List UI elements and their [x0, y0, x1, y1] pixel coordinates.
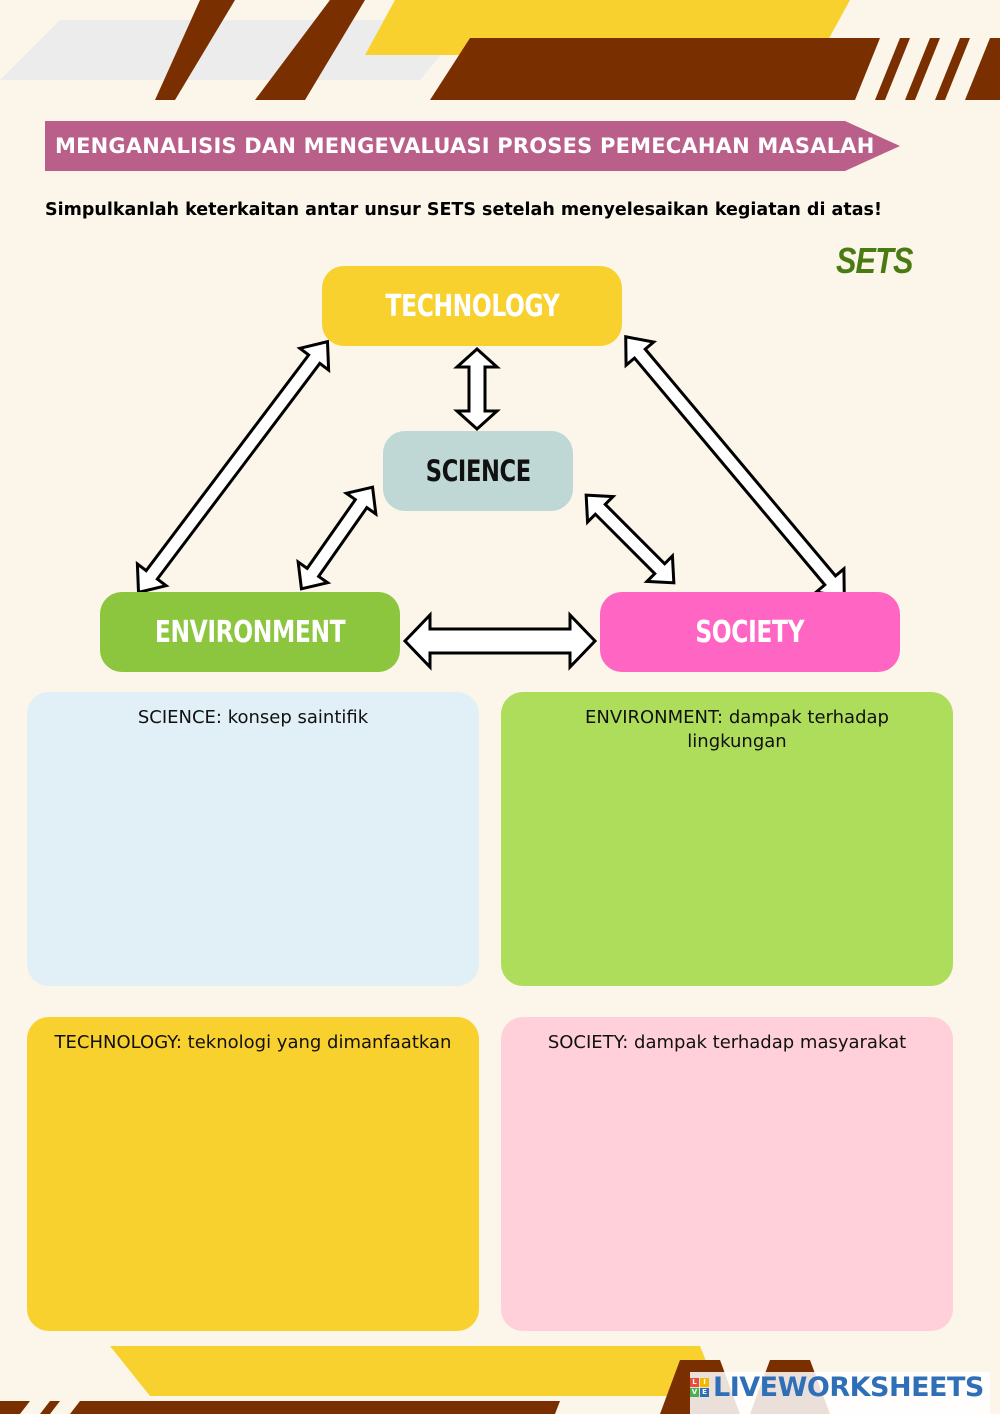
logo-letter-v: V	[690, 1388, 699, 1397]
header-decoration	[0, 0, 1000, 100]
node-technology: TECHNOLOGY	[322, 266, 622, 346]
arrow-science-environment	[296, 485, 378, 591]
instruction-text: Simpulkanlah keterkaitan antar unsur SET…	[45, 200, 882, 220]
answer-box-society-label: SOCIETY: dampak terhadap masyarakat	[547, 1032, 907, 1053]
node-society-label: SOCIETY	[695, 614, 805, 650]
node-environment: ENVIRONMENT	[100, 592, 400, 672]
answer-box-society[interactable]: SOCIETY: dampak terhadap masyarakat	[501, 1017, 953, 1331]
liveworksheets-logo[interactable]: L I V E LIVEWORKSHEETS	[690, 1372, 984, 1403]
footer-decoration	[0, 1346, 990, 1414]
node-science: SCIENCE	[383, 431, 573, 511]
arrow-environment-society	[402, 611, 598, 671]
page-title: MENGANALISIS DAN MENGEVALUASI PROSES PEM…	[55, 134, 875, 158]
node-environment-label: ENVIRONMENT	[154, 614, 346, 650]
liveworksheets-logo-text: LIVEWORKSHEETS	[713, 1372, 984, 1403]
relationship-arrows	[135, 334, 846, 671]
answer-box-environment-label: ENVIRONMENT: dampak terhadap lingkungan	[585, 707, 889, 752]
answer-box-technology-label: TECHNOLOGY: teknologi yang dimanfaatkan	[54, 1032, 452, 1053]
logo-letter-e: E	[700, 1388, 709, 1397]
arrow-technology-science	[453, 346, 501, 432]
answer-box-technology[interactable]: TECHNOLOGY: teknologi yang dimanfaatkan	[27, 1017, 479, 1331]
answer-box-science-label: SCIENCE: konsep saintifik	[137, 707, 369, 728]
logo-letter-l: L	[690, 1378, 699, 1387]
node-science-label: SCIENCE	[425, 454, 531, 488]
logo-letter-i: I	[700, 1378, 709, 1387]
sets-label: SETS	[836, 240, 913, 281]
arrow-technology-environment	[135, 339, 331, 595]
node-technology-label: TECHNOLOGY	[385, 288, 559, 324]
title-banner-shape	[45, 121, 900, 171]
arrow-science-society	[584, 493, 676, 585]
liveworksheets-icon: L I V E	[690, 1378, 709, 1397]
answer-box-science[interactable]: SCIENCE: konsep saintifik	[27, 692, 479, 986]
answer-box-environment[interactable]: ENVIRONMENT: dampak terhadap lingkungan	[501, 692, 953, 986]
node-society: SOCIETY	[600, 592, 900, 672]
